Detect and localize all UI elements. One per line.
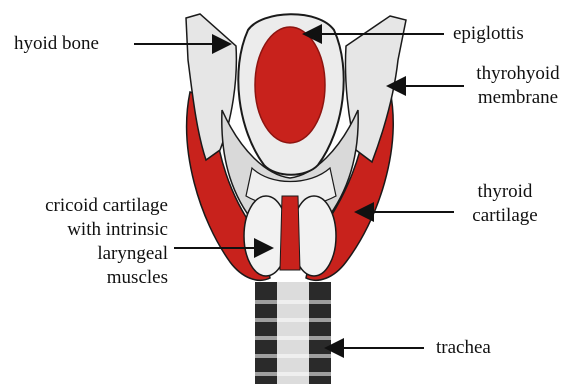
label-cricoid-line2: with intrinsic bbox=[8, 218, 168, 242]
epiglottis-shape bbox=[255, 27, 325, 143]
label-thyrohyoid-line2: membrane bbox=[468, 86, 568, 110]
trachea-illustration bbox=[255, 282, 331, 384]
label-thyrohyoid-line1: thyrohyoid bbox=[468, 62, 568, 86]
label-trachea: trachea bbox=[436, 336, 491, 360]
label-cricoid-line4: muscles bbox=[8, 266, 168, 290]
label-thyroid-line1: thyroid bbox=[460, 180, 550, 204]
label-cricoid-cartilage: cricoid cartilage with intrinsic larynge… bbox=[8, 194, 168, 290]
label-cricoid-line1: cricoid cartilage bbox=[8, 194, 168, 218]
label-thyroid-line2: cartilage bbox=[460, 204, 550, 228]
cricoid-center-muscle bbox=[280, 196, 300, 270]
label-thyrohyoid-membrane: thyrohyoid membrane bbox=[468, 62, 568, 110]
label-thyroid-cartilage: thyroid cartilage bbox=[460, 180, 550, 228]
label-cricoid-line3: laryngeal bbox=[8, 242, 168, 266]
label-hyoid-bone: hyoid bone bbox=[14, 32, 99, 56]
label-epiglottis: epiglottis bbox=[453, 22, 524, 46]
